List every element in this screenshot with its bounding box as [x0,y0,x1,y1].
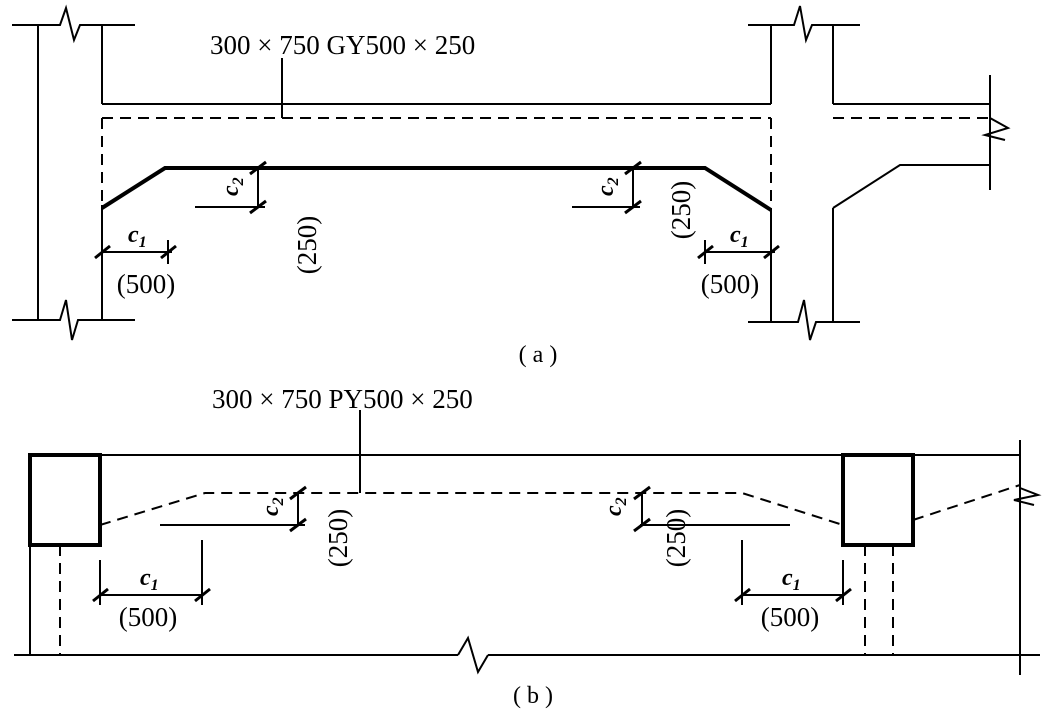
svg-text:c1: c1 [730,222,749,251]
panel-a-elevation: 300 × 750 GY500 × 250 c2 (250) c1 (500) [12,4,1011,368]
panel-b-right-c2-value: (250) [661,509,691,567]
panel-a-right-c1-symbol: c [730,222,741,248]
panel-a-right-c1-value: (500) [701,269,759,299]
panel-a-beam [100,75,1011,212]
panel-b-beam-label: 300 × 750 PY500 × 250 [212,384,473,414]
panel-b-haunch-profile [99,492,844,526]
panel-a-left-c1-symbol: c [128,222,139,248]
panel-b-right-column [841,453,915,547]
panel-b-right-c1-symbol: c [782,565,793,591]
svg-text:c2: c2 [258,497,287,516]
panel-a-left-c2-sub: 2 [230,177,247,186]
svg-text:c1: c1 [782,565,801,594]
panel-a-right-c2-dimension: c2 (250) [572,160,696,239]
svg-text:c1: c1 [128,222,147,251]
panel-a-haunch-bottom [100,166,773,212]
panel-a-beam-label: 300 × 750 GY500 × 250 [210,30,475,60]
panel-a-left-c2-dimension: c2 (250) [195,160,322,274]
panel-b-right-c2-symbol: c [601,505,627,516]
panel-b-left-c2-sub: 2 [270,497,287,506]
svg-text:c2: c2 [218,177,247,196]
panel-b-left-column [28,453,102,547]
panel-a-left-c1-dimension: c1 (500) [94,222,177,299]
panel-b-right-c1-sub: 1 [793,577,801,594]
panel-a-left-c2-symbol: c [218,185,244,196]
panel-a-left-c2-value: (250) [292,216,322,274]
panel-a-right-c2-symbol: c [593,185,619,196]
panel-b-caption: ( b ) [513,683,553,709]
panel-b-right-c2-sub: 2 [613,497,630,506]
svg-text:c1: c1 [140,565,159,594]
panel-b-left-c1-dimension: c1 (500) [92,540,211,632]
panel-a-caption: ( a ) [519,342,558,368]
panel-b-left-c2-dimension: c2 (250) [160,485,353,567]
panel-b-left-c2-symbol: c [258,505,284,516]
panel-a-right-c2-value: (250) [666,181,696,239]
panel-a-left-c1-sub: 1 [139,234,147,251]
panel-b-right-c1-value: (500) [761,602,819,632]
panel-a-left-c1-value: (500) [117,269,175,299]
panel-b-left-c1-value: (500) [119,602,177,632]
panel-b-right-c2-dimension: c2 (250) [601,485,790,567]
panel-b-plan: 300 × 750 PY500 × 250 c2 (250) c1 (500) [14,384,1042,709]
panel-b-left-c2-value: (250) [323,509,353,567]
panel-b-left-c1-symbol: c [140,565,151,591]
panel-a-right-c1-sub: 1 [741,234,749,251]
panel-a-right-c2-sub: 2 [605,177,622,186]
svg-text:c2: c2 [601,497,630,516]
svg-text:c2: c2 [593,177,622,196]
panel-b-left-c1-sub: 1 [151,577,159,594]
panel-a-right-column [748,5,860,341]
panel-b-right-c1-dimension: c1 (500) [734,540,852,632]
panel-a-right-c1-dimension: c1 (500) [697,222,780,299]
